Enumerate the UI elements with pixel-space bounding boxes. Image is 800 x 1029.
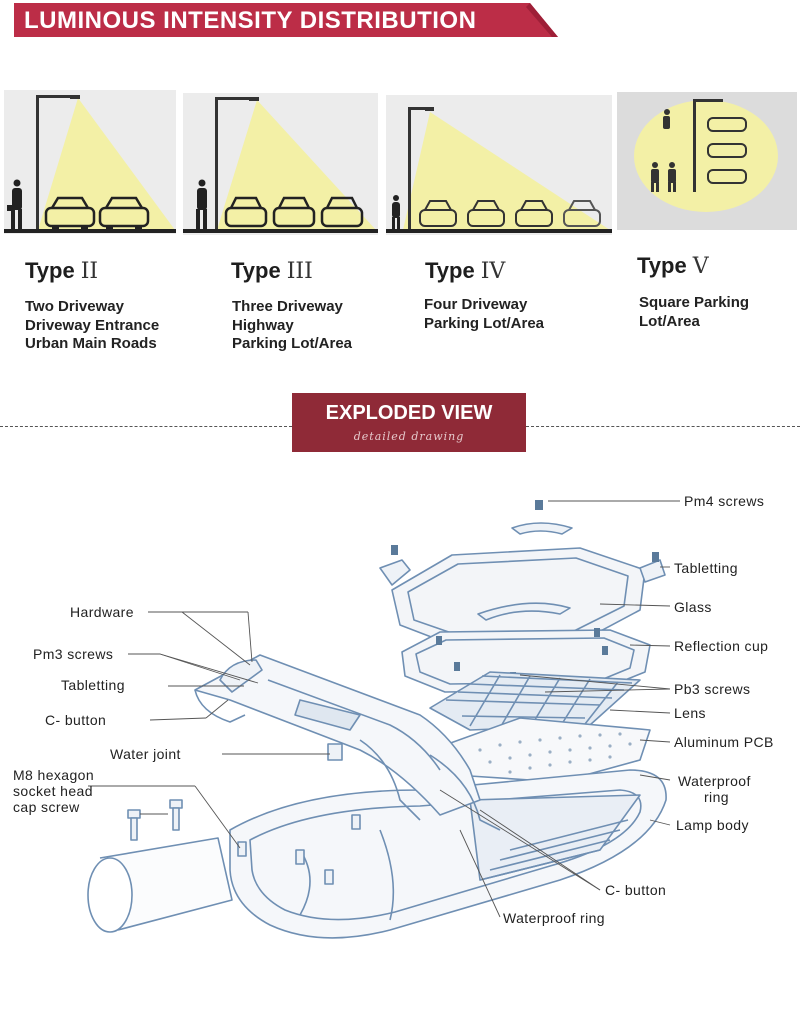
label-lens: Lens bbox=[674, 705, 706, 721]
m8-screw-icon bbox=[127, 799, 183, 841]
car-icon bbox=[98, 196, 150, 230]
car-icon bbox=[563, 200, 601, 227]
exploded-view-header: EXPLODED VIEW detailed drawing bbox=[292, 393, 526, 452]
car-icon bbox=[44, 196, 96, 230]
type-ii-illustration bbox=[4, 90, 176, 234]
banner-shape bbox=[14, 3, 558, 37]
label-waterproof-ring-bottom: Waterproof ring bbox=[503, 910, 605, 926]
water-joint-icon bbox=[327, 743, 343, 761]
car-icon bbox=[515, 200, 553, 227]
car-icon bbox=[272, 196, 316, 228]
label-pb3-screws: Pb3 screws bbox=[674, 681, 751, 697]
label-waterproof-ring-right: Waterproof ring bbox=[678, 773, 751, 805]
body-bolt-icon bbox=[237, 814, 361, 885]
pedestrian-icon bbox=[196, 179, 207, 229]
top-frame bbox=[379, 547, 666, 649]
section-divider-right bbox=[526, 426, 800, 427]
section-divider-left bbox=[0, 426, 292, 427]
label-tabletting-right: Tabletting bbox=[674, 560, 738, 576]
parked-car-icon bbox=[707, 117, 747, 184]
label-pm4-screws: Pm4 screws bbox=[684, 493, 765, 509]
driver-cover bbox=[194, 654, 501, 831]
label-aluminum-pcb: Aluminum PCB bbox=[674, 734, 774, 750]
label-c-button-bottom: C- button bbox=[605, 882, 667, 898]
exploded-view-subtitle: detailed drawing bbox=[353, 430, 465, 443]
label-lamp-body: Lamp body bbox=[676, 817, 749, 833]
label-c-button-left: C- button bbox=[45, 712, 107, 728]
car-icon bbox=[467, 200, 505, 227]
label-glass: Glass bbox=[674, 599, 712, 615]
pedestrian-icon bbox=[7, 179, 22, 229]
type-iii-illustration bbox=[183, 93, 378, 235]
tabletting-screw-icon bbox=[391, 545, 659, 562]
car-icon bbox=[320, 196, 364, 228]
lamp-body bbox=[229, 769, 667, 939]
pm4-screw-icon bbox=[535, 500, 543, 510]
label-hardware: Hardware bbox=[70, 604, 134, 620]
label-tabletting-left: Tabletting bbox=[61, 677, 125, 693]
car-icon bbox=[419, 200, 457, 227]
pedestrian-icon bbox=[651, 109, 676, 192]
label-m8-screw: M8 hexagon socket head cap screw bbox=[13, 767, 95, 815]
leader-lines bbox=[88, 500, 680, 918]
label-water-joint: Water joint bbox=[110, 746, 181, 762]
exploded-view-title: EXPLODED VIEW bbox=[325, 402, 493, 424]
lens-panel bbox=[429, 671, 641, 731]
type-v-illustration bbox=[617, 92, 797, 230]
distribution-illustrations bbox=[4, 90, 797, 235]
top-cap bbox=[511, 522, 573, 535]
mounting-tube bbox=[87, 837, 233, 933]
banner-title: LUMINOUS INTENSITY DISTRIBUTION bbox=[24, 7, 477, 34]
pedestrian-icon bbox=[392, 195, 400, 229]
label-reflection-cup: Reflection cup bbox=[674, 638, 769, 654]
type-iv-illustration bbox=[386, 95, 612, 235]
car-icon bbox=[224, 196, 268, 228]
section-banner: LUMINOUS INTENSITY DISTRIBUTION bbox=[0, 3, 560, 40]
label-pm3-screws: Pm3 screws bbox=[33, 646, 114, 662]
